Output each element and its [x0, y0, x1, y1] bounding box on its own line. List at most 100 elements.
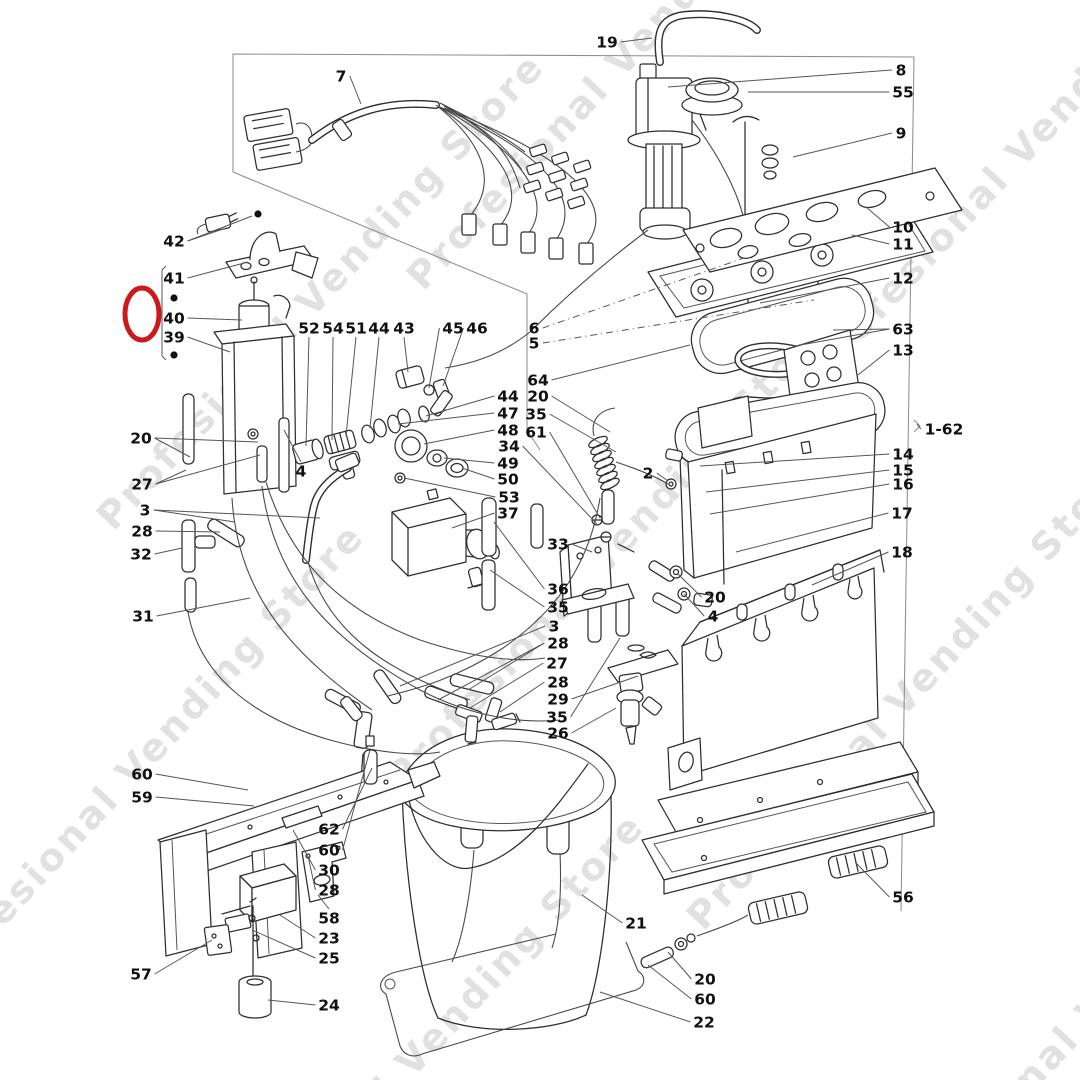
- leader-line-30: [292, 829, 316, 871]
- highlight-circle-38: [122, 285, 162, 343]
- part-label-42: 42: [163, 233, 185, 251]
- part-label-15: 15: [892, 462, 914, 480]
- part-label-7: 7: [336, 68, 347, 86]
- leader-line-23: [279, 914, 316, 939]
- part-label-28: 28: [547, 674, 569, 692]
- leader-line-8: [667, 69, 893, 88]
- leader-line-1-62: [916, 423, 922, 430]
- coil-hose-drawing: [588, 407, 677, 525]
- leader-line-31: [156, 597, 251, 617]
- leader-line-28: [155, 530, 221, 533]
- hoses-drawing: [187, 461, 669, 755]
- canister-frame-drawing: [667, 549, 885, 791]
- part-label-60: 60: [318, 842, 340, 860]
- leader-line-27: [469, 662, 544, 709]
- leader-line-41: [187, 261, 249, 279]
- part-label-14: 14: [892, 446, 914, 464]
- part-label-20: 20: [704, 589, 726, 607]
- base-tray-drawing: [640, 741, 935, 969]
- leader-line-53: [403, 477, 496, 498]
- part-label-6: 6: [529, 320, 540, 338]
- leader-line-25: [251, 929, 316, 959]
- part-label-62: 62: [318, 821, 340, 839]
- part-label-63: 63: [892, 321, 914, 339]
- leader-line-20: [154, 437, 259, 443]
- part-label-64: 64: [527, 372, 549, 390]
- part-label-48: 48: [497, 422, 519, 440]
- part-label-54: 54: [322, 320, 344, 338]
- leader-line-45: [428, 327, 440, 389]
- part-label-20: 20: [130, 430, 152, 448]
- elbow-fitting-drawing: [430, 378, 453, 417]
- leader-line-13: [857, 349, 890, 376]
- leader-line-12: [759, 277, 890, 304]
- inlet-valve-drawing: [607, 560, 691, 745]
- part-label-58: 58: [318, 910, 340, 928]
- fittings-cluster-drawing: [292, 365, 469, 564]
- part-label-35: 35: [525, 406, 547, 424]
- part-label-20: 20: [694, 971, 716, 989]
- callout-dot: [170, 351, 178, 359]
- bucket-drawing: [380, 728, 645, 1057]
- bracket-drawing: [559, 514, 635, 617]
- leader-line-44: [425, 395, 495, 417]
- part-label-28: 28: [547, 635, 569, 653]
- leader-line-36: [493, 521, 545, 590]
- leader-line-58: [317, 894, 330, 910]
- part-label-40: 40: [163, 310, 185, 328]
- leader-line-15: [705, 469, 890, 493]
- part-label-3: 3: [140, 502, 151, 520]
- part-label-23: 23: [318, 930, 340, 948]
- part-label-3: 3: [549, 618, 560, 636]
- leader-line-51: [345, 336, 357, 437]
- leader-line-6: [542, 257, 745, 329]
- part-label-4: 4: [296, 463, 307, 481]
- part-label-26: 26: [547, 725, 569, 743]
- leader-line-46: [442, 327, 464, 387]
- plate-cutouts: [695, 189, 935, 259]
- keyhole-slots: [705, 563, 863, 662]
- leader-line-21: [581, 894, 623, 924]
- part-label-22: 22: [693, 1014, 715, 1032]
- leader-line-63: [832, 328, 890, 331]
- float-24-drawing: [238, 897, 272, 1019]
- part-label-53: 53: [498, 489, 520, 507]
- boiler-tank-drawing: [665, 382, 886, 608]
- part-label-34: 34: [498, 438, 520, 456]
- elbow-fitting-drawing: [454, 704, 483, 745]
- leader-line-33: [571, 543, 593, 553]
- leader-line-28: [437, 642, 545, 701]
- leader-line-18: [811, 551, 889, 586]
- part-label-57: 57: [130, 966, 152, 984]
- assembly-boundary: [232, 53, 921, 912]
- part-label-61: 61: [525, 424, 547, 442]
- elbow-fitting-drawing: [484, 697, 521, 731]
- part-label-31: 31: [132, 608, 154, 626]
- leader-line-7: [349, 75, 362, 105]
- leader-line-56: [854, 861, 890, 898]
- part-label-52: 52: [298, 320, 320, 338]
- leader-line-62: [342, 767, 373, 830]
- leader-line-28: [467, 642, 545, 691]
- mount-channel-drawing: [157, 735, 441, 1019]
- plate-57-drawing: [203, 924, 233, 956]
- leader-line-35: [570, 637, 621, 718]
- leader-line-3: [153, 509, 321, 519]
- leader-line-64: [551, 344, 691, 381]
- leader-line-11: [851, 234, 890, 245]
- leader-line-29: [571, 675, 639, 700]
- leader-line-48: [423, 429, 495, 445]
- leader-line-34: [522, 445, 598, 525]
- part-label-16: 16: [892, 476, 914, 494]
- leader-line-43: [403, 336, 409, 373]
- leader-line-61: [549, 431, 601, 519]
- leader-line-3: [153, 509, 236, 523]
- leader-line-60: [155, 773, 249, 791]
- leader-line-28: [307, 855, 316, 891]
- part-label-8: 8: [896, 62, 907, 80]
- leader-line-49: [443, 457, 495, 464]
- part-label-39: 39: [163, 329, 185, 347]
- leader-line-3: [399, 625, 546, 687]
- part-label-27: 27: [131, 476, 153, 494]
- leader-line-27: [155, 454, 261, 485]
